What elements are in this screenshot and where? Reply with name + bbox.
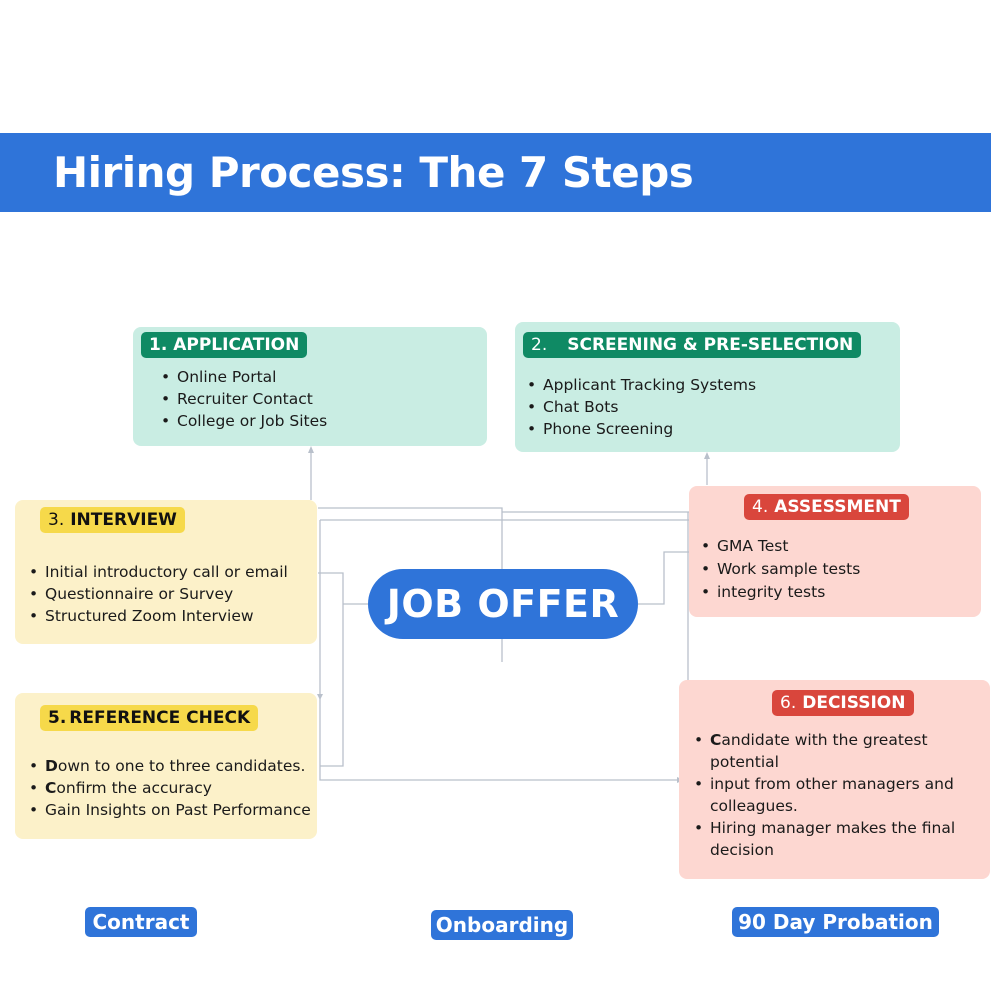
list-item: Questionnaire or Survey: [29, 583, 288, 605]
step-decision-tag: 6.DECISSION: [772, 690, 914, 716]
list-item-lead: C: [45, 779, 57, 797]
step-assessment-card: 4.ASSESSMENT GMA Test Work sample tests …: [689, 486, 981, 617]
list-item: Phone Screening: [527, 418, 756, 440]
list-item: Hiring manager makes the final decision: [694, 817, 964, 861]
step-reference-tag: 5.REFERENCE CHECK: [40, 705, 259, 731]
step-decision-list: Candidate with the greatest potential in…: [694, 729, 964, 861]
page-title: Hiring Process: The 7 Steps: [53, 148, 694, 197]
stage-contract: Contract: [85, 907, 197, 937]
list-item-lead: D: [45, 757, 58, 775]
connector-to-assessment: [638, 551, 690, 605]
step-application-list: Online Portal Recruiter Contact College …: [161, 366, 327, 432]
step-application-title: APPLICATION: [173, 335, 300, 355]
step-interview-list: Initial introductory call or email Quest…: [29, 561, 288, 627]
step-reference-number: 5.: [48, 708, 67, 728]
step-decision-number: 6.: [780, 693, 797, 713]
step-interview-card: 3.INTERVIEW Initial introductory call or…: [15, 500, 317, 644]
step-interview-title: INTERVIEW: [70, 510, 177, 530]
step-reference-list: Down to one to three candidates. Confirm…: [29, 755, 311, 821]
list-item-text: Hiring manager makes the final decision: [710, 819, 956, 859]
list-item: Candidate with the greatest potential: [694, 729, 964, 773]
arrow-to-application: [308, 446, 314, 453]
list-item-text: own to one to three candidates.: [57, 757, 306, 775]
title-banner: Hiring Process: The 7 Steps: [0, 133, 991, 212]
list-item: Confirm the accuracy: [29, 777, 311, 799]
step-decision-card: 6.DECISSION Candidate with the greatest …: [679, 680, 990, 879]
step-reference-title: REFERENCE CHECK: [69, 708, 251, 728]
list-item: Recruiter Contact: [161, 388, 327, 410]
step-screening-title: SCREENING & PRE-SELECTION: [567, 335, 854, 355]
list-item-text: onfirm the accuracy: [56, 779, 212, 797]
connector-left-trunk: [319, 520, 678, 781]
step-screening-tag: 2. SCREENING & PRE-SELECTION: [523, 332, 862, 358]
list-item: College or Job Sites: [161, 410, 327, 432]
step-assessment-title: ASSESSMENT: [774, 497, 901, 517]
step-assessment-number: 4.: [752, 497, 769, 517]
step-assessment-tag: 4.ASSESSMENT: [744, 494, 909, 520]
step-screening-list: Applicant Tracking Systems Chat Bots Pho…: [527, 374, 756, 440]
arrow-to-screening: [704, 452, 710, 459]
step-application-card: 1. APPLICATION Online Portal Recruiter C…: [133, 327, 487, 446]
list-item: Initial introductory call or email: [29, 561, 288, 583]
arrow-to-reference: [317, 694, 323, 700]
step-application-number: 1.: [149, 335, 168, 355]
list-item: Structured Zoom Interview: [29, 605, 288, 627]
list-item: input from other managers and colleagues…: [694, 773, 964, 817]
list-item-lead: C: [710, 731, 722, 749]
step-screening-card: 2. SCREENING & PRE-SELECTION Applicant Tr…: [515, 322, 900, 452]
list-item-text: Gain Insights on Past Performance: [45, 801, 311, 819]
step-interview-tag: 3.INTERVIEW: [40, 507, 185, 533]
stage-probation: 90 Day Probation: [732, 907, 939, 937]
list-item-text: andidate with the greatest potential: [710, 731, 928, 771]
list-item: Online Portal: [161, 366, 327, 388]
step-assessment-list: GMA Test Work sample tests integrity tes…: [701, 535, 860, 604]
list-item: Gain Insights on Past Performance: [29, 799, 311, 821]
step-decision-title: DECISSION: [802, 693, 906, 713]
list-item: Down to one to three candidates.: [29, 755, 311, 777]
step-interview-number: 3.: [48, 510, 65, 530]
list-item: Work sample tests: [701, 558, 860, 581]
list-item: Chat Bots: [527, 396, 756, 418]
step-screening-number: 2.: [531, 335, 548, 355]
job-offer-node: JOB OFFER: [368, 569, 638, 639]
stage-onboarding: Onboarding: [431, 910, 573, 940]
list-item: Applicant Tracking Systems: [527, 374, 756, 396]
list-item: GMA Test: [701, 535, 860, 558]
connector-to-interview: [318, 572, 344, 767]
step-reference-card: 5.REFERENCE CHECK Down to one to three c…: [15, 693, 317, 839]
list-item-text: input from other managers and colleagues…: [710, 775, 954, 815]
list-item: integrity tests: [701, 581, 860, 604]
step-application-tag: 1. APPLICATION: [141, 332, 308, 358]
